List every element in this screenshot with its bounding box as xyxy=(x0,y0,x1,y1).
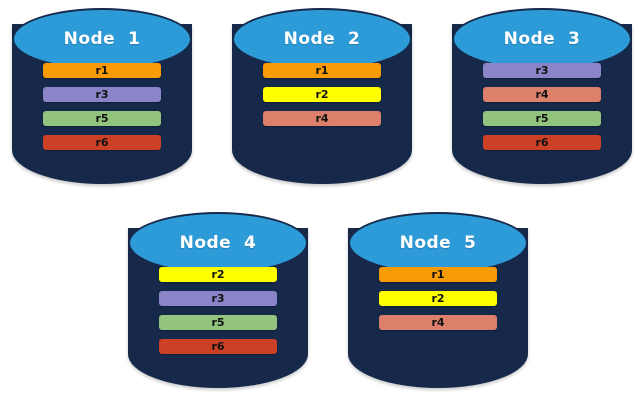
replica-bar[interactable]: r5 xyxy=(43,111,161,126)
replica-bar[interactable]: r1 xyxy=(379,267,497,282)
replica-bar[interactable]: r6 xyxy=(43,135,161,150)
replica-bar[interactable]: r1 xyxy=(263,63,381,78)
replica-bar[interactable]: r4 xyxy=(483,87,601,102)
replica-bar[interactable]: r3 xyxy=(159,291,277,306)
replica-bar[interactable]: r2 xyxy=(263,87,381,102)
replica-stack: r1 r3 r5 r6 xyxy=(12,63,192,150)
replica-stack: r3 r4 r5 r6 xyxy=(452,63,632,150)
replica-bar[interactable]: r3 xyxy=(43,87,161,102)
cylinder-top-icon xyxy=(452,8,632,70)
replica-stack: r1 r2 r4 xyxy=(232,63,412,126)
node-label: Node 5 xyxy=(399,233,477,253)
replica-bar[interactable]: r4 xyxy=(379,315,497,330)
replica-bar[interactable]: r3 xyxy=(483,63,601,78)
node-label: Node 4 xyxy=(179,233,257,253)
replica-bar[interactable]: r5 xyxy=(483,111,601,126)
replica-bar[interactable]: r5 xyxy=(159,315,277,330)
replica-bar[interactable]: r1 xyxy=(43,63,161,78)
node-label: Node 3 xyxy=(503,29,581,49)
replica-stack: r2 r3 r5 r6 xyxy=(128,267,308,354)
node-label: Node 2 xyxy=(283,29,361,49)
replica-stack: r1 r2 r4 xyxy=(348,267,528,330)
replica-bar[interactable]: r6 xyxy=(483,135,601,150)
replica-bar[interactable]: r2 xyxy=(159,267,277,282)
replica-bar[interactable]: r2 xyxy=(379,291,497,306)
cylinder-top-icon xyxy=(12,8,192,70)
replica-bar[interactable]: r6 xyxy=(159,339,277,354)
node-label: Node 1 xyxy=(63,29,141,49)
cylinder-top-icon xyxy=(348,212,528,274)
replica-bar[interactable]: r4 xyxy=(263,111,381,126)
